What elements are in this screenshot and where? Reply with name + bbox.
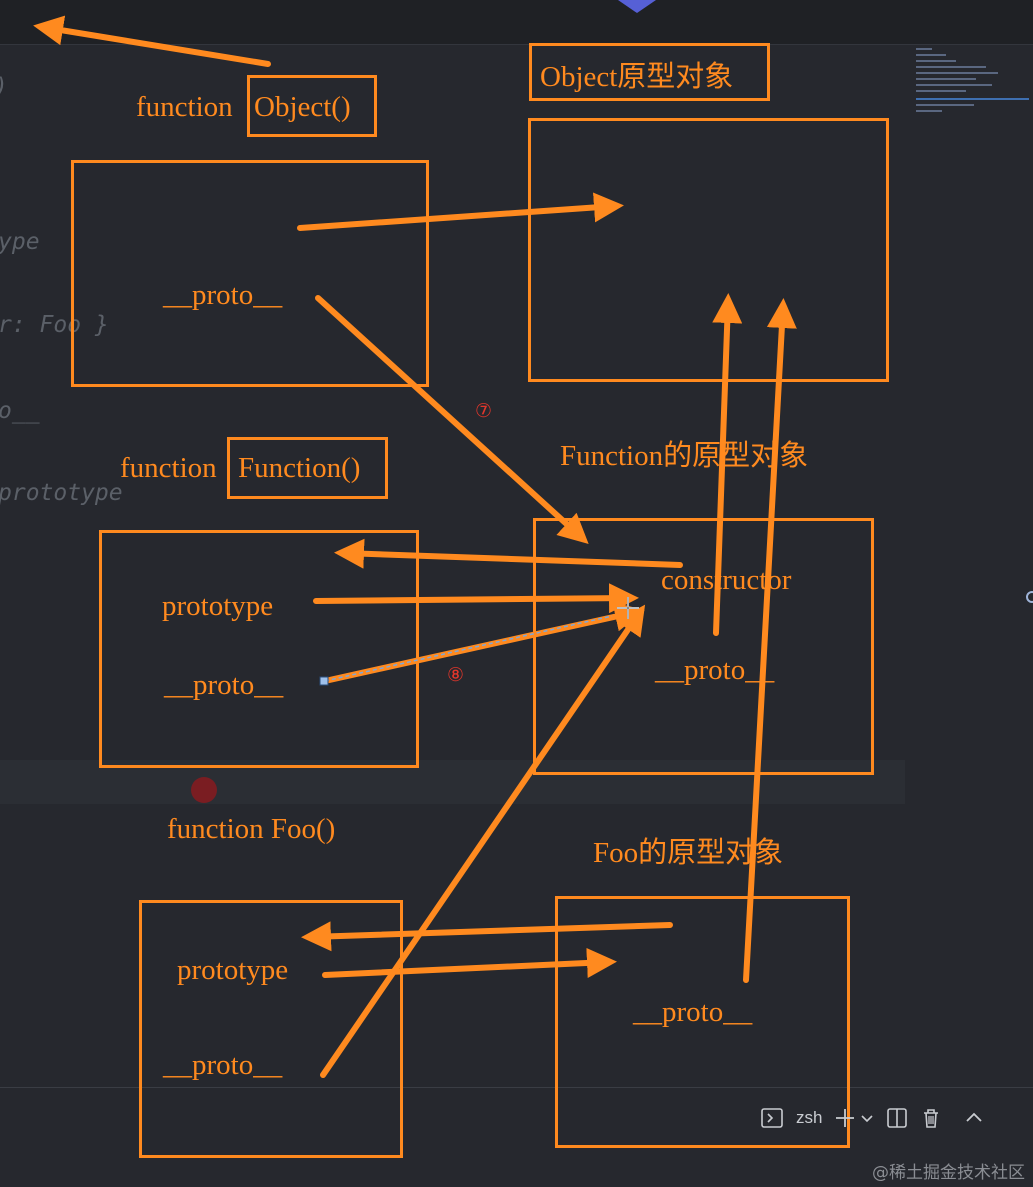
- plus-icon[interactable]: [834, 1107, 856, 1129]
- arrow-foo-constructor: [301, 921, 673, 952]
- trash-icon[interactable]: [920, 1107, 942, 1129]
- foo-proto-label: __proto__: [163, 1049, 283, 1081]
- object-prototype-title: Object原型对象: [540, 61, 734, 93]
- function-prototype-title: Function的原型对象: [560, 440, 809, 472]
- scroll-handle[interactable]: [1026, 591, 1033, 603]
- function-constructor-name-box: [227, 437, 388, 499]
- terminal-toolbar: zsh: [760, 1100, 984, 1136]
- minimap[interactable]: [912, 44, 1033, 114]
- function-function-keyword: function: [120, 452, 217, 484]
- object-function-keyword: function: [136, 91, 233, 123]
- arrow-foo-prototype-proto: [743, 298, 797, 983]
- chevron-down-icon[interactable]: [860, 1111, 874, 1125]
- arrow-function-prototype-proto: [712, 293, 743, 636]
- function-function-name: Function(): [238, 452, 361, 484]
- object-proto-label: __proto__: [163, 279, 283, 311]
- scroll-indicator-icon: [618, 0, 656, 13]
- arrow-function-prototype: [313, 583, 639, 614]
- marker-seven: ⑦: [475, 400, 493, 422]
- object-prototype-title-box: [529, 43, 770, 101]
- code-line: o__: [0, 398, 40, 424]
- foo-constructor-box: [139, 900, 403, 1158]
- terminal-divider: [0, 1087, 1033, 1088]
- foo-prototype-proto-label: __proto__: [633, 996, 753, 1028]
- foo-prototype-label: prototype: [177, 954, 289, 986]
- arrow-foo-proto: [320, 604, 646, 1078]
- foo-function-label: function Foo(): [167, 813, 336, 845]
- code-line: r: Foo }: [0, 312, 109, 338]
- object-prototype-box: [528, 118, 889, 382]
- code-line: prototype: [0, 480, 123, 506]
- shell-label[interactable]: zsh: [796, 1108, 823, 1127]
- editor-tab-bar: [0, 0, 1033, 45]
- arrow-object-prototype: [297, 192, 624, 231]
- arrow-foo-prototype: [322, 947, 617, 978]
- chevron-up-icon[interactable]: [964, 1108, 984, 1128]
- code-line: ype: [0, 229, 40, 255]
- breakpoint-dot[interactable]: [191, 777, 217, 803]
- foo-prototype-box: [555, 896, 850, 1148]
- function-constructor-box: [99, 530, 419, 768]
- object-constructor-box: [71, 160, 429, 387]
- function-prototype-box: [533, 518, 874, 775]
- arrow-constructor: [334, 538, 683, 569]
- arrow-object-proto: [315, 295, 589, 545]
- object-constructor-name-box: [247, 75, 377, 137]
- terminal-icon[interactable]: [760, 1106, 784, 1130]
- watermark: @稀土掘金技术社区: [872, 1163, 1025, 1183]
- function-prototype-proto-label: __proto__: [655, 654, 775, 686]
- function-proto-label: __proto__: [164, 669, 284, 701]
- arrow-top-left: [33, 15, 271, 67]
- object-function-name: Object(): [254, 91, 351, 123]
- marker-eight: ⑧: [447, 664, 465, 686]
- crosshair-cursor-icon: [617, 597, 639, 619]
- arrow-function-proto: [322, 601, 645, 684]
- code-line: ): [0, 74, 8, 100]
- split-icon[interactable]: [886, 1107, 908, 1129]
- function-prototype-label: prototype: [162, 590, 274, 622]
